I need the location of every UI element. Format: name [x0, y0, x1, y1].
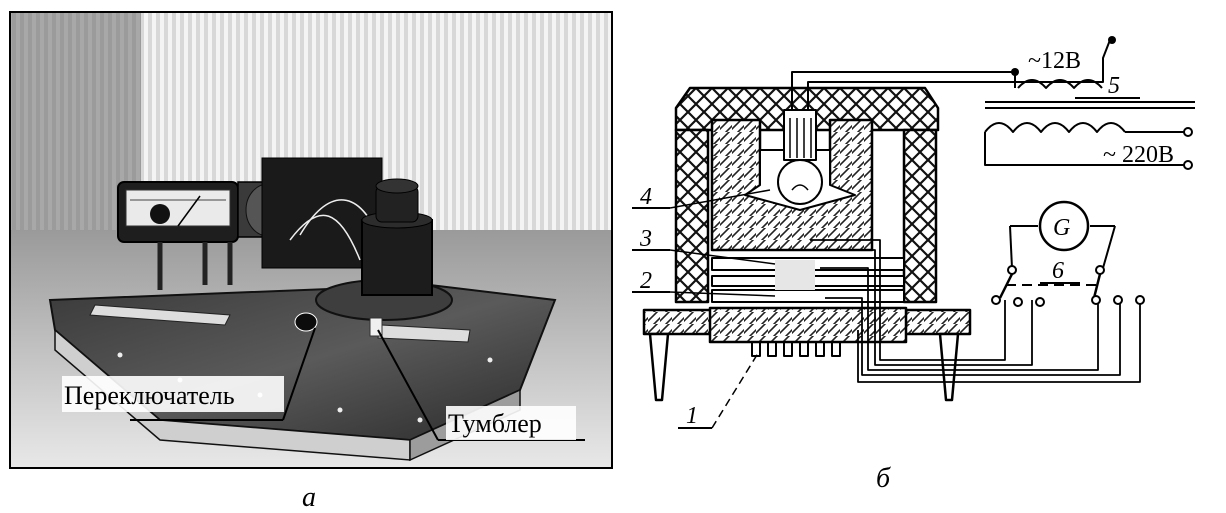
left-wall	[674, 128, 710, 304]
schematic-caption: б	[876, 463, 891, 494]
switch-knob	[294, 312, 318, 332]
photo-panel: Переключатель Тумблер	[9, 11, 613, 469]
right-wall	[902, 128, 938, 304]
toggle-callout-label: Тумблер	[448, 409, 542, 438]
photo-caption: а	[302, 482, 316, 513]
part-label-2: 2	[640, 268, 652, 294]
right-leg	[938, 332, 960, 402]
part-label-1: 1	[686, 403, 698, 429]
galvanometer-label: G	[1053, 215, 1070, 241]
left-leg	[648, 332, 670, 402]
galvanometer	[1038, 200, 1090, 252]
primary-coil	[984, 122, 1126, 133]
device-cylinder	[361, 219, 433, 296]
secondary-coil	[1017, 79, 1103, 89]
lamp-bulb	[777, 159, 823, 205]
voltage-low-label: ~12В	[1028, 48, 1081, 74]
part-label-4: 4	[640, 184, 652, 210]
part-label-5: 5	[1108, 73, 1120, 99]
switch-callout-label: Переключатель	[64, 381, 235, 410]
switch-leader	[282, 327, 316, 421]
voltage-high-label: ~ 220В	[1103, 142, 1174, 168]
heat-sink-ribs	[751, 341, 841, 357]
part-label-6: 6	[1052, 258, 1064, 284]
part-label-3: 3	[639, 226, 652, 252]
toggle-leader	[377, 329, 439, 441]
schematic-panel	[632, 36, 1195, 429]
